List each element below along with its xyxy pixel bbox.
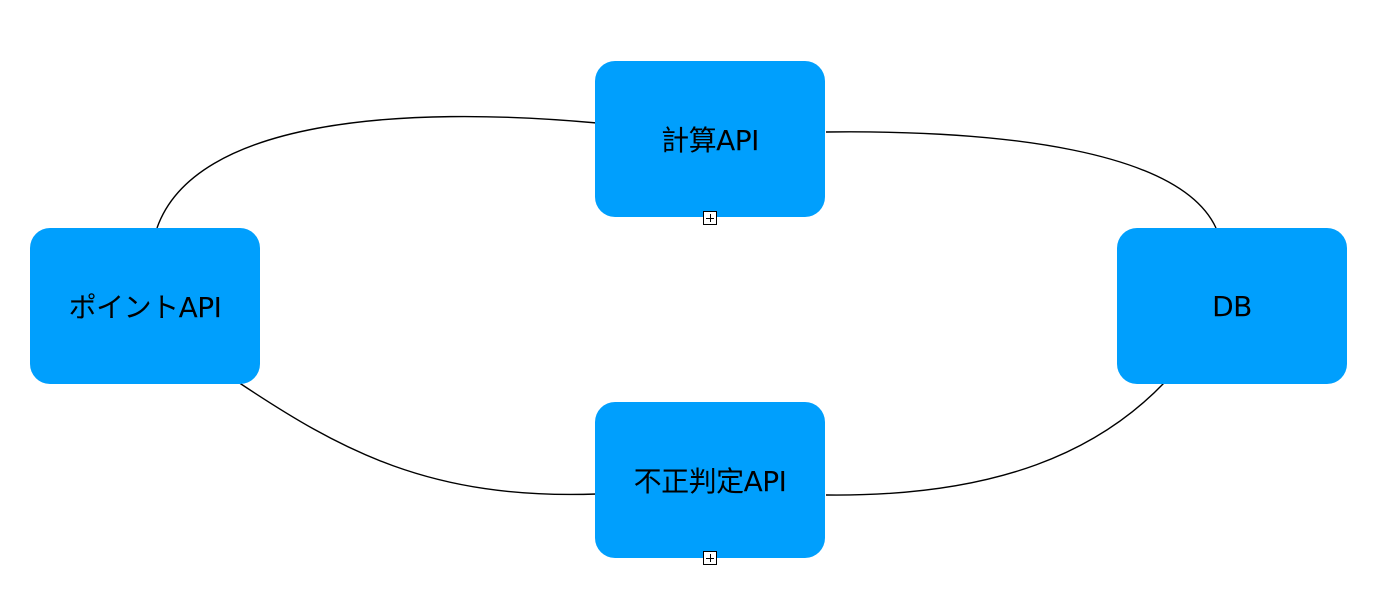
node-calc-api[interactable]: 計算API [595, 61, 825, 217]
node-fraud-api-label: 不正判定API [633, 465, 787, 498]
expand-calc-api-icon[interactable] [703, 211, 717, 225]
node-db[interactable]: DB [1117, 228, 1347, 384]
edge-fraud-api-to-db [825, 381, 1166, 496]
node-point-api-label: ポイントAPI [68, 291, 222, 324]
node-point-api[interactable]: ポイントAPI [30, 228, 260, 384]
edge-point-api-to-calc-api [156, 115, 598, 229]
expand-fraud-api-icon[interactable] [703, 551, 717, 565]
edge-point-api-to-fraud-api [237, 381, 598, 496]
edge-calc-api-to-db [825, 131, 1217, 229]
node-calc-api-label: 計算API [661, 124, 759, 157]
node-fraud-api[interactable]: 不正判定API [595, 402, 825, 558]
node-db-label: DB [1212, 289, 1252, 323]
